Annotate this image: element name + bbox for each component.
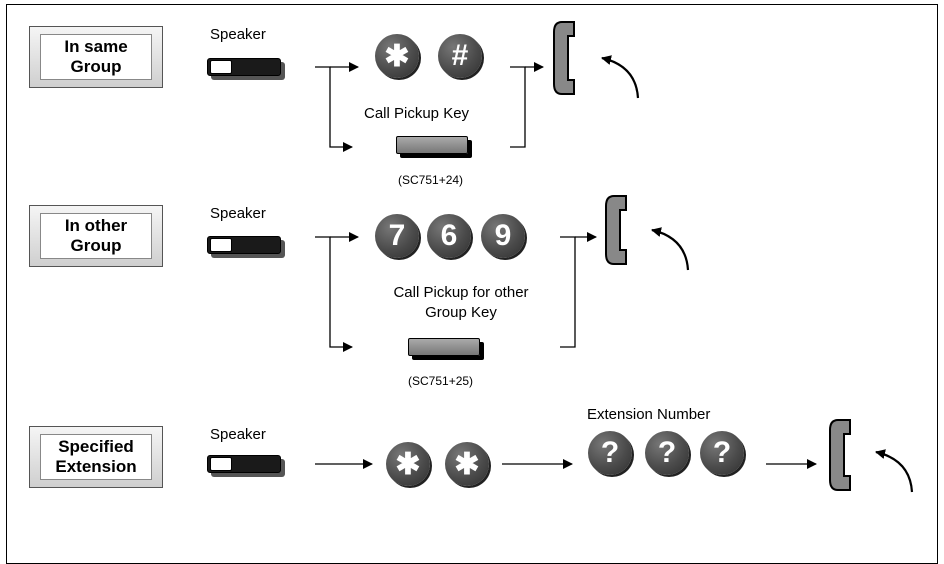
row-label: Specified Extension bbox=[40, 434, 152, 480]
speaker-label: Speaker bbox=[210, 26, 266, 43]
lift-arrow bbox=[601, 55, 640, 99]
handset-icon bbox=[553, 21, 575, 95]
speaker-key bbox=[207, 236, 281, 254]
digit-key: 6 bbox=[427, 214, 471, 258]
branch-line bbox=[315, 66, 353, 152]
star-key: ✱ bbox=[375, 34, 419, 78]
row-label: In other Group bbox=[40, 213, 152, 259]
lift-arrow bbox=[651, 227, 690, 271]
lift-arrow bbox=[875, 449, 914, 493]
star-key: ✱ bbox=[445, 442, 489, 486]
digit-key: 7 bbox=[375, 214, 419, 258]
key-code: (SC751+25) bbox=[408, 374, 474, 388]
row-label: In same Group bbox=[40, 34, 152, 80]
merge-line bbox=[560, 236, 576, 348]
question-key: ? bbox=[645, 431, 689, 475]
digit-key: 9 bbox=[481, 214, 525, 258]
flow-lines bbox=[315, 21, 914, 493]
speaker-label: Speaker bbox=[210, 426, 266, 443]
label-box-other-group: In other Group bbox=[29, 205, 163, 267]
question-key: ? bbox=[588, 431, 632, 475]
hash-key: # bbox=[438, 34, 482, 78]
label-box-same-group: In same Group bbox=[29, 26, 163, 88]
label-box-specified-extension: Specified Extension bbox=[29, 426, 163, 488]
merge-line bbox=[510, 66, 526, 148]
question-key: ? bbox=[700, 431, 744, 475]
handset-icon bbox=[829, 419, 851, 491]
handset-icon bbox=[605, 195, 627, 265]
key-code: (SC751+24) bbox=[398, 173, 464, 187]
call-pickup-key-label: Call Pickup Key bbox=[364, 105, 470, 122]
speaker-key bbox=[207, 455, 281, 473]
branch-line bbox=[315, 236, 353, 352]
speaker-key bbox=[207, 58, 281, 76]
extension-number-label: Extension Number bbox=[587, 406, 711, 423]
call-pickup-key bbox=[396, 136, 468, 154]
speaker-label: Speaker bbox=[210, 205, 266, 222]
call-pickup-other-key bbox=[408, 338, 480, 356]
call-pickup-other-key-label: Call Pickup for other Group Key bbox=[393, 284, 529, 321]
star-key: ✱ bbox=[386, 442, 430, 486]
